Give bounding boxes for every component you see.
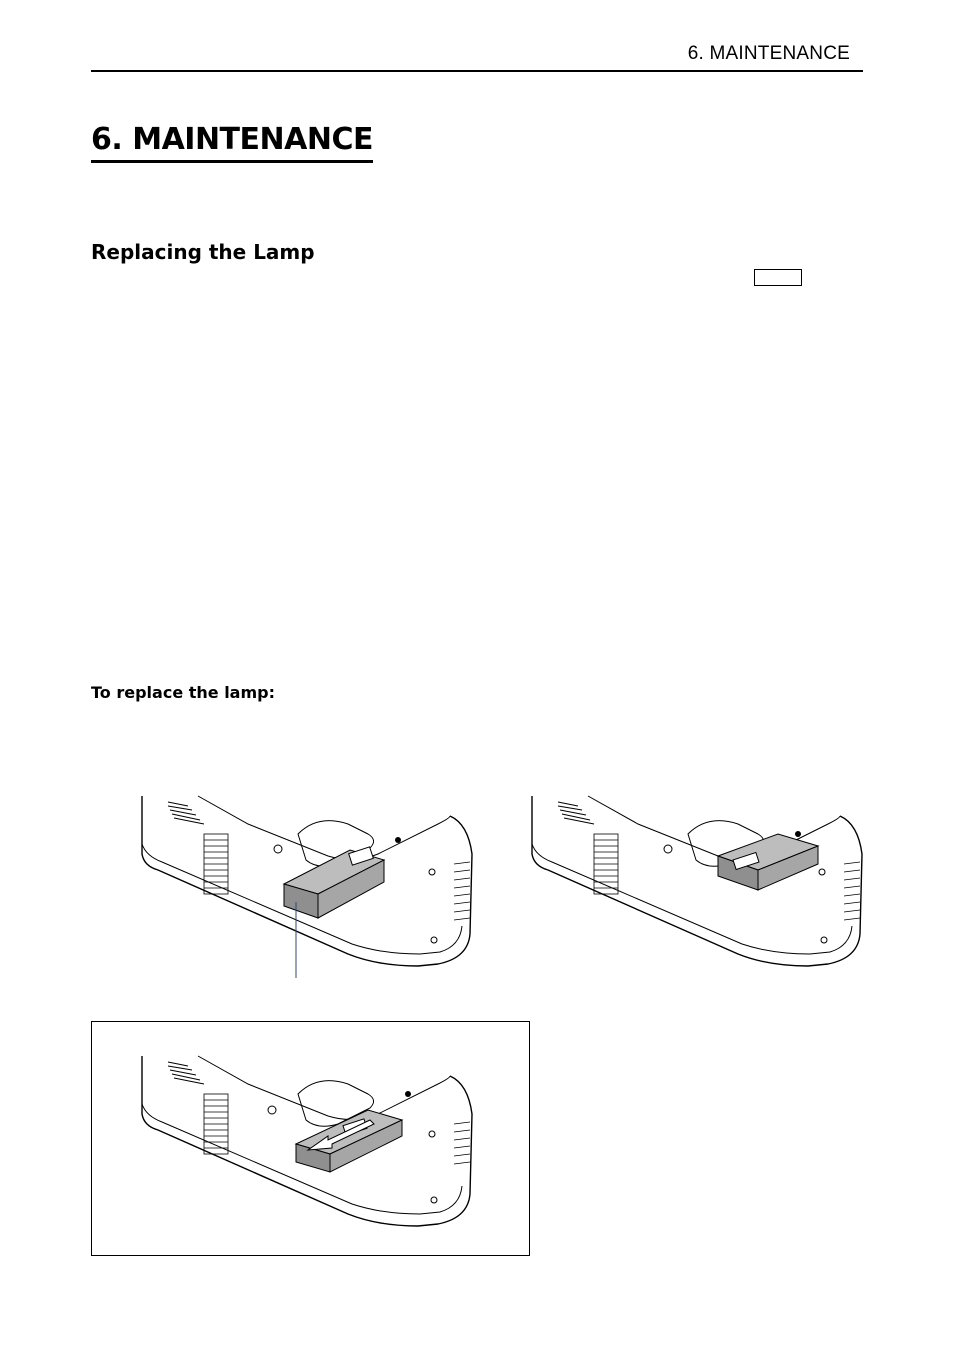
direction-arrow-icon	[306, 1119, 375, 1151]
lamp-cover-latched-illustration	[528, 794, 868, 984]
projector-base-icon	[531, 795, 863, 967]
empty-label-box	[754, 269, 802, 286]
chapter-title: 6. MAINTENANCE	[91, 122, 373, 163]
illustration-frame	[91, 1021, 530, 1256]
header-rule	[91, 70, 863, 72]
section-title: Replacing the Lamp	[91, 240, 315, 264]
running-header: 6. MAINTENANCE	[687, 43, 850, 64]
projector-base-icon	[141, 795, 473, 978]
lamp-cover-slide-out-illustration	[138, 1054, 478, 1244]
projector-base-icon	[141, 1055, 473, 1227]
procedure-heading: To replace the lamp:	[91, 683, 275, 702]
lamp-cover-closed-illustration	[138, 794, 478, 984]
